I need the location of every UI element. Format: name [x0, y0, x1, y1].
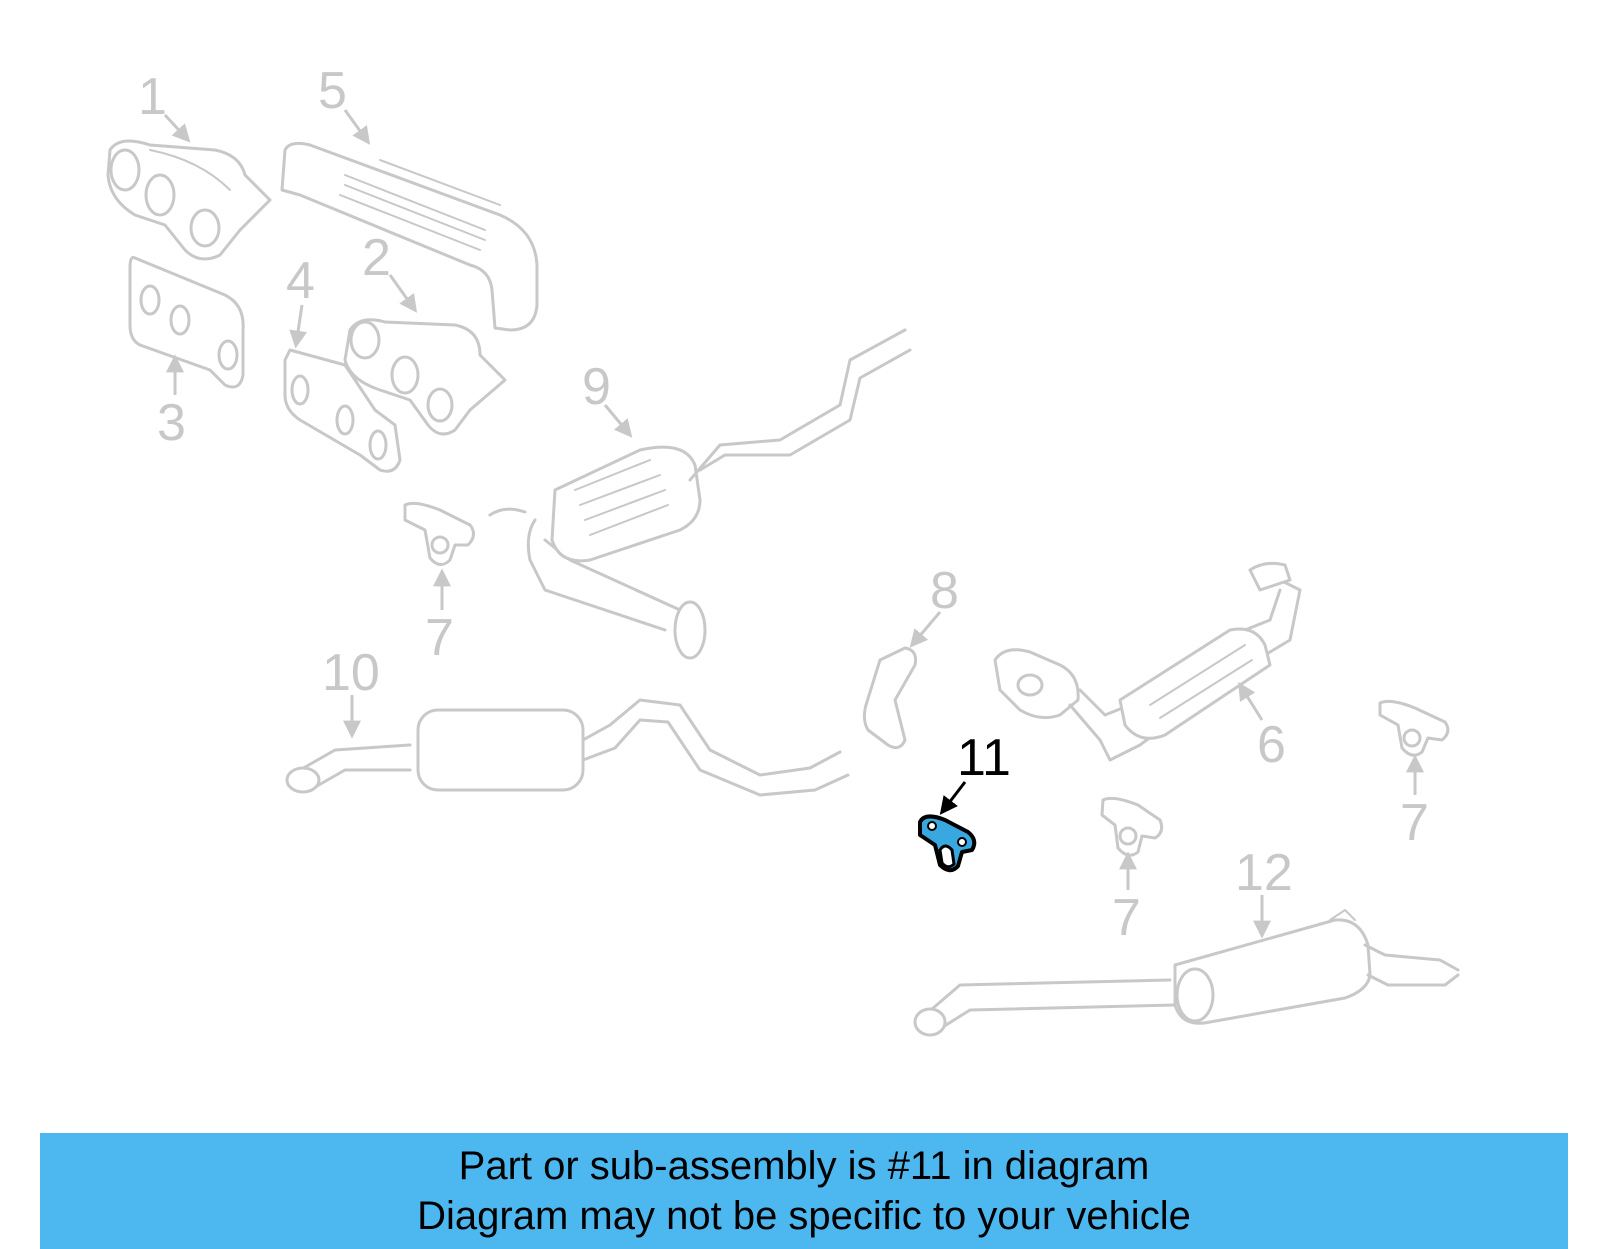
leader-5 — [343, 109, 371, 145]
part-11-rubber-mount — [938, 844, 956, 869]
leader-4 — [289, 304, 308, 349]
banner-line-1: Part or sub-assembly is #11 in diagram — [458, 1144, 1150, 1188]
callout-6: 6 — [1257, 716, 1286, 774]
part-5-heat-shield — [280, 141, 539, 332]
part-6-front-pipe — [993, 561, 1302, 762]
callout-4: 4 — [286, 252, 315, 310]
leader-2 — [388, 274, 418, 313]
callout-5: 5 — [318, 62, 347, 120]
leader-1 — [163, 113, 191, 143]
part-11-bolt-hole-b — [957, 837, 967, 847]
callout-11: 11 — [957, 729, 1011, 787]
banner-line-2: Diagram may not be specific to your vehi… — [417, 1194, 1191, 1238]
part-1-exhaust-manifold — [106, 139, 272, 261]
callout-12: 12 — [1235, 844, 1293, 902]
part-7-hanger-b — [1378, 699, 1450, 757]
part-11-exhaust-hanger-highlighted — [918, 814, 977, 873]
part-2-exhaust-manifold — [343, 318, 507, 436]
callout-1: 1 — [138, 68, 167, 126]
part-3-gasket — [128, 256, 245, 389]
callout-7c: 7 — [1112, 889, 1141, 947]
leader-6 — [1238, 681, 1264, 721]
callout-3: 3 — [157, 394, 186, 452]
callout-7b: 7 — [1400, 794, 1429, 852]
part-7-hanger-a — [403, 501, 475, 566]
part-10-muffler — [285, 698, 850, 797]
part-11-bolt-hole-a — [927, 821, 937, 831]
callout-7a: 7 — [425, 609, 454, 667]
callout-8: 8 — [930, 562, 959, 620]
callout-2: 2 — [362, 229, 391, 287]
part-12-rear-muffler — [913, 908, 1460, 1037]
part-7-hanger-c — [1100, 796, 1164, 857]
leader-9 — [603, 404, 633, 438]
part-9-catalytic-converter — [488, 328, 912, 660]
leader-8 — [909, 611, 942, 648]
leader-11 — [939, 781, 967, 815]
part-4-gasket — [283, 348, 402, 473]
info-banner: Part or sub-assembly is #11 in diagram D… — [40, 1133, 1568, 1249]
part-8-bracket — [862, 646, 917, 750]
callout-10: 10 — [322, 644, 380, 702]
